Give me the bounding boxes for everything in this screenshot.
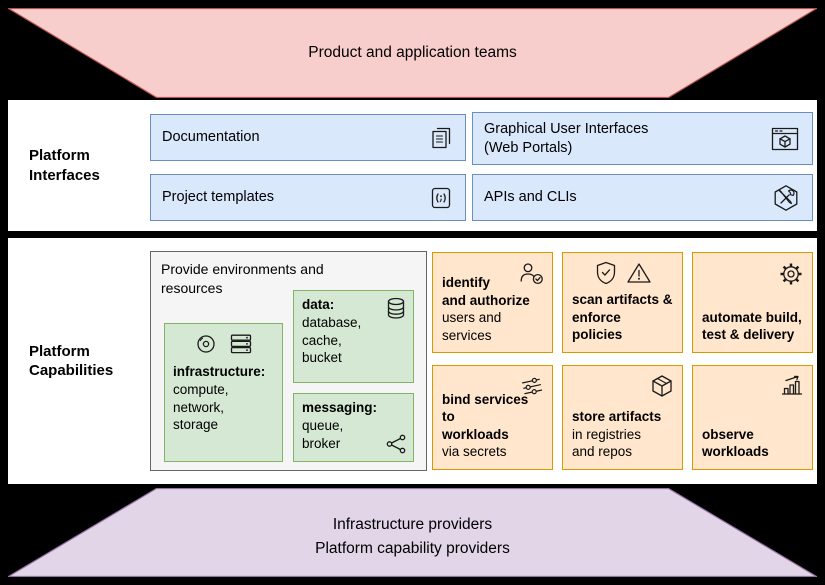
gui-label: Graphical User Interfaces (Web Portals) <box>484 121 649 156</box>
person-check-icon <box>517 260 545 286</box>
scan-artifacts-icons <box>563 260 682 286</box>
sliders-icon <box>519 373 545 399</box>
scan-artifacts-bold: scan artifacts & enforce policies <box>572 292 673 343</box>
automate-build-bold: automate build, test & delivery <box>702 309 802 343</box>
tools-icon <box>771 183 801 213</box>
store-artifacts-rest: in registries and repos <box>572 426 642 460</box>
package-icon <box>649 373 675 399</box>
identify-authorize-icons <box>517 260 545 286</box>
apis-clis-card: APIs and CLIs <box>472 174 813 221</box>
documentation-card: Documentation <box>150 114 466 161</box>
bind-services-card: bind services to workloads via secrets <box>432 365 553 470</box>
documentation-label: Documentation <box>162 129 260 146</box>
infrastructure-box: infrastructure: compute, network, storag… <box>164 323 283 462</box>
observe-workloads-icons <box>779 373 805 397</box>
store-artifacts-icons <box>649 373 675 399</box>
store-artifacts-bold: store artifacts <box>572 409 662 425</box>
identify-authorize-rest: users and services <box>442 310 502 343</box>
store-artifacts-card: store artifacts in registries and repos <box>562 365 683 470</box>
data-title: data: <box>302 297 335 312</box>
scan-artifacts-card: scan artifacts & enforce policies <box>562 252 683 353</box>
bind-services-rest: via secrets <box>442 444 507 460</box>
automate-build-card: automate build, test & delivery <box>692 252 813 353</box>
document-icon <box>428 125 454 151</box>
platform-capabilities-band: Platform Capabilities Provide environmen… <box>8 238 817 484</box>
shield-check-icon <box>594 260 618 286</box>
infrastructure-providers-line: Infrastructure providers <box>332 516 493 534</box>
branch-icon <box>384 432 408 456</box>
web-portal-icon <box>769 124 801 154</box>
gui-card: Graphical User Interfaces (Web Portals) <box>472 112 813 165</box>
providers-banner: Infrastructure providers Platform capabi… <box>8 488 817 577</box>
project-templates-label: Project templates <box>162 189 275 206</box>
product-teams-label: Product and application teams <box>308 44 517 62</box>
apis-clis-label: APIs and CLIs <box>484 189 577 206</box>
observe-workloads-card: observe workloads <box>692 365 813 470</box>
capability-providers-line: Platform capability providers <box>315 539 510 557</box>
product-teams-banner: Product and application teams <box>8 8 817 98</box>
environments-title: Provide environments and resources <box>161 261 324 296</box>
messaging-title: messaging: <box>302 400 378 415</box>
code-file-icon <box>428 185 454 211</box>
bind-services-bold: bind services to workloads <box>442 391 529 442</box>
project-templates-card: Project templates <box>150 174 466 221</box>
automate-build-icons <box>777 260 805 288</box>
identify-authorize-card: identify and authorize users and service… <box>432 252 553 353</box>
bind-services-icons <box>519 373 545 399</box>
warning-icon <box>626 260 652 286</box>
data-box: data: database, cache, bucket <box>293 290 414 383</box>
platform-interfaces-band: Platform Interfaces Documentation Graphi… <box>8 100 817 231</box>
platform-capabilities-title: Platform Capabilities <box>29 342 114 380</box>
gear-icon <box>777 260 805 288</box>
disc-icon <box>194 332 218 356</box>
infrastructure-title: infrastructure: <box>173 364 266 379</box>
infrastructure-items: compute, network, storage <box>173 381 229 433</box>
messaging-box: messaging: queue, broker <box>293 393 414 462</box>
data-items: database, cache, bucket <box>302 314 362 366</box>
providers-label: Infrastructure providers Platform capabi… <box>8 488 817 577</box>
bar-chart-icon <box>779 373 805 397</box>
platform-interfaces-title: Platform Interfaces <box>29 147 100 184</box>
environments-box: Provide environments and resources <box>150 251 427 471</box>
database-icon <box>385 296 407 322</box>
messaging-items: queue, broker <box>302 417 344 451</box>
identify-authorize-bold: identify and authorize <box>442 275 530 308</box>
bottom-trapezoid-shape <box>8 488 817 577</box>
infrastructure-icons <box>173 332 274 356</box>
observe-workloads-bold: observe workloads <box>702 426 769 460</box>
top-trapezoid-shape <box>8 8 817 98</box>
server-stack-icon <box>228 332 254 356</box>
